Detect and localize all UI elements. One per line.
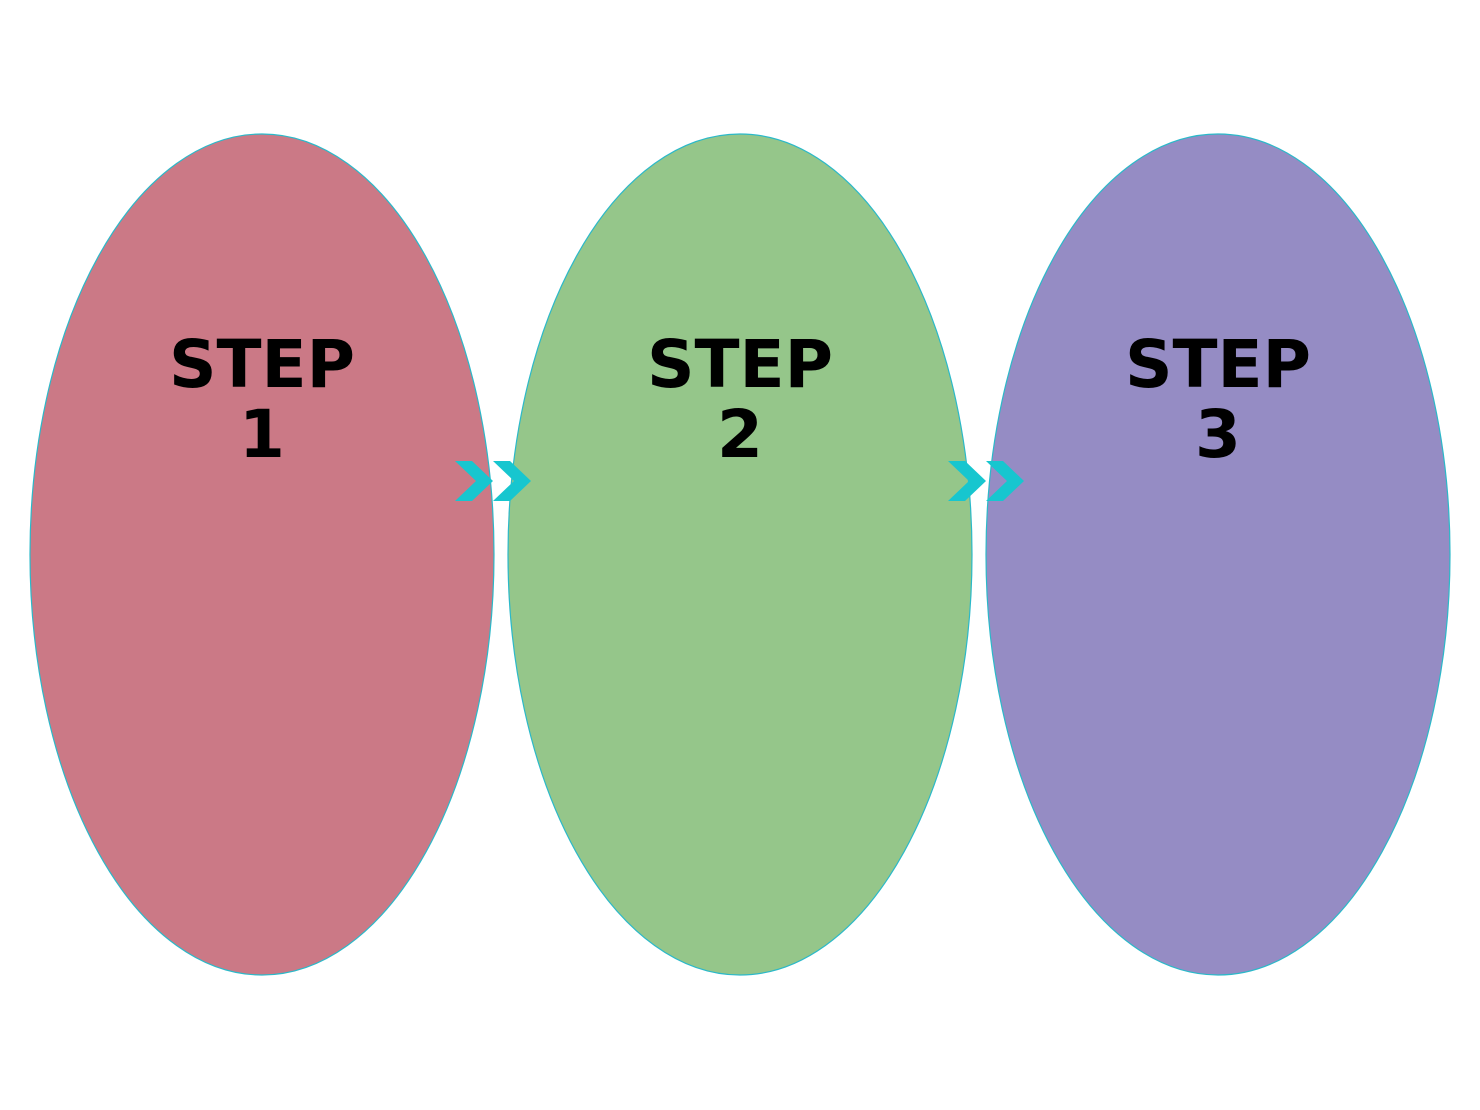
step-1-number: 1: [239, 396, 285, 473]
step-3-shape: STEP 3: [985, 133, 1451, 976]
step-3-ellipse: [985, 133, 1451, 976]
step-2-label: STEP 2: [507, 330, 973, 470]
step-2-ellipse: [507, 133, 973, 976]
step-2-shape: STEP 2: [507, 133, 973, 976]
step-2-word: STEP: [646, 326, 833, 403]
double-chevron-right-icon: [948, 461, 1024, 501]
step-3-number: 3: [1195, 396, 1241, 473]
double-chevron-right-icon: [455, 461, 531, 501]
step-1-shape: STEP 1: [29, 133, 495, 976]
step-1-ellipse-fill: [29, 133, 495, 976]
step-3-ellipse-fill: [985, 133, 1451, 976]
step-3-word: STEP: [1124, 326, 1311, 403]
step-2-ellipse-fill: [507, 133, 973, 976]
step-1-label: STEP 1: [29, 330, 495, 470]
step-3-label: STEP 3: [985, 330, 1451, 470]
step-1-word: STEP: [168, 326, 355, 403]
step-1-ellipse: [29, 133, 495, 976]
step-2-number: 2: [717, 396, 763, 473]
